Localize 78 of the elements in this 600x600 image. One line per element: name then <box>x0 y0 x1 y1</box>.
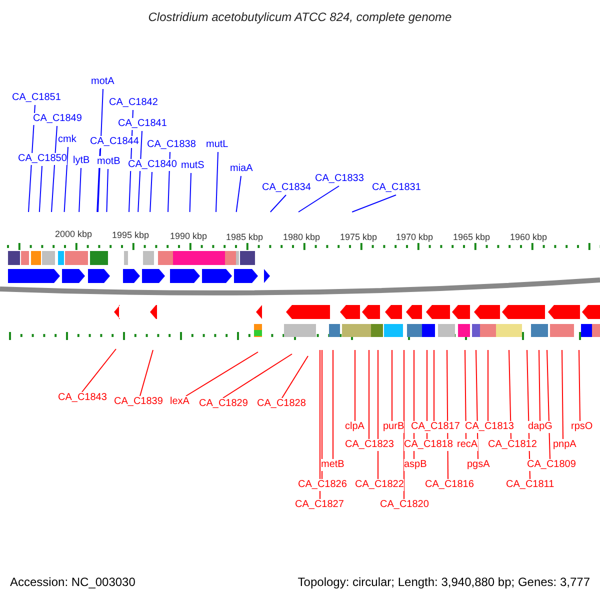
scale-label: 1960 kbp <box>510 231 548 243</box>
scale-label: 1970 kbp <box>396 231 434 243</box>
leader-line <box>298 186 340 212</box>
gene-label: CA_C1843 <box>58 392 107 404</box>
gene-label: clpA <box>345 421 364 433</box>
gene-label: CA_C1838 <box>147 139 196 151</box>
leader-line <box>368 350 370 440</box>
leader-line <box>64 146 68 212</box>
gene-label: CA_C1839 <box>114 396 163 408</box>
gene-label: CA_C1840 <box>128 159 177 171</box>
leader-line <box>216 152 218 212</box>
scale-label: 1985 kbp <box>226 231 264 243</box>
leader-line <box>140 350 154 396</box>
gene-label: pnpA <box>553 439 576 451</box>
leader-line <box>426 350 428 440</box>
gene-label: CA_C1818 <box>404 439 453 451</box>
gene-label: rpsO <box>571 421 593 433</box>
gene-label: purB <box>383 421 404 433</box>
leader-line <box>508 350 512 440</box>
leader-line <box>578 350 580 422</box>
scale-label: 1965 kbp <box>453 231 490 243</box>
leader-line <box>189 172 192 212</box>
gene-label: CA_C1820 <box>380 499 429 511</box>
scale-label: 1990 kbp <box>170 230 208 242</box>
leader-line <box>38 166 42 212</box>
leader-line <box>222 354 292 398</box>
leader-line <box>332 350 334 460</box>
leader-line <box>106 168 108 212</box>
gene-label: CA_C1850 <box>18 153 67 165</box>
leader-line <box>186 352 258 396</box>
gene-label: CA_C1841 <box>118 118 167 130</box>
leader-line <box>476 350 478 460</box>
gene-label: CA_C1816 <box>425 479 474 491</box>
gene-label: CA_C1826 <box>298 479 347 491</box>
gene-label: CA_C1811 <box>506 479 554 491</box>
gene-label: CA_C1827 <box>295 499 344 511</box>
gene-label: CA_C1842 <box>109 97 158 109</box>
gene-label: pgsA <box>467 459 490 471</box>
leader-line <box>236 176 242 212</box>
scale-label: 2000 kbp <box>55 228 92 240</box>
leader-line <box>282 356 308 398</box>
gene-label: CA_C1823 <box>345 439 394 451</box>
gene-label: CA_C1851 <box>12 92 61 104</box>
leader-line <box>51 126 58 212</box>
accession-note: Accession: NC_003030 <box>10 576 136 588</box>
gene-label: CA_C1829 <box>199 398 248 410</box>
gene-label: aspB <box>404 459 427 471</box>
gene-label: CA_C1809 <box>527 459 576 471</box>
leader-line <box>562 350 564 440</box>
gene-label: lytB <box>73 155 90 167</box>
gene-label: CA_C1831 <box>372 182 421 194</box>
scale-label: 1995 kbp <box>112 229 150 241</box>
leader-line <box>538 350 540 422</box>
gene-label: CA_C1817 <box>411 421 460 433</box>
gene-label: CA_C1849 <box>33 113 82 125</box>
scale-label: 1980 kbp <box>283 231 320 243</box>
gene-label: CA_C1813 <box>465 421 514 433</box>
leader-line <box>354 350 356 422</box>
gene-label: recA <box>457 439 478 451</box>
gene-label: dapG <box>528 421 552 433</box>
leader-line <box>546 350 550 460</box>
leader-line <box>464 350 466 440</box>
gene-label: CA_C1833 <box>315 173 364 185</box>
leader-line <box>270 194 286 212</box>
leader-line <box>352 194 396 212</box>
leader-line <box>82 348 116 392</box>
leader-line <box>78 168 82 212</box>
scale-label: 1975 kbp <box>340 231 378 243</box>
gene-label: motB <box>97 156 120 168</box>
gene-label: CA_C1844 <box>90 136 139 148</box>
gene-label: CA_C1828 <box>257 398 306 410</box>
gene-label: metB <box>321 459 344 471</box>
leader-line <box>96 148 100 212</box>
gene-label: CA_C1822 <box>355 479 404 491</box>
leader-line <box>150 172 152 212</box>
gene-label: CA_C1812 <box>488 439 537 451</box>
gene-label: CA_C1834 <box>262 182 311 194</box>
leader-line <box>98 88 104 212</box>
